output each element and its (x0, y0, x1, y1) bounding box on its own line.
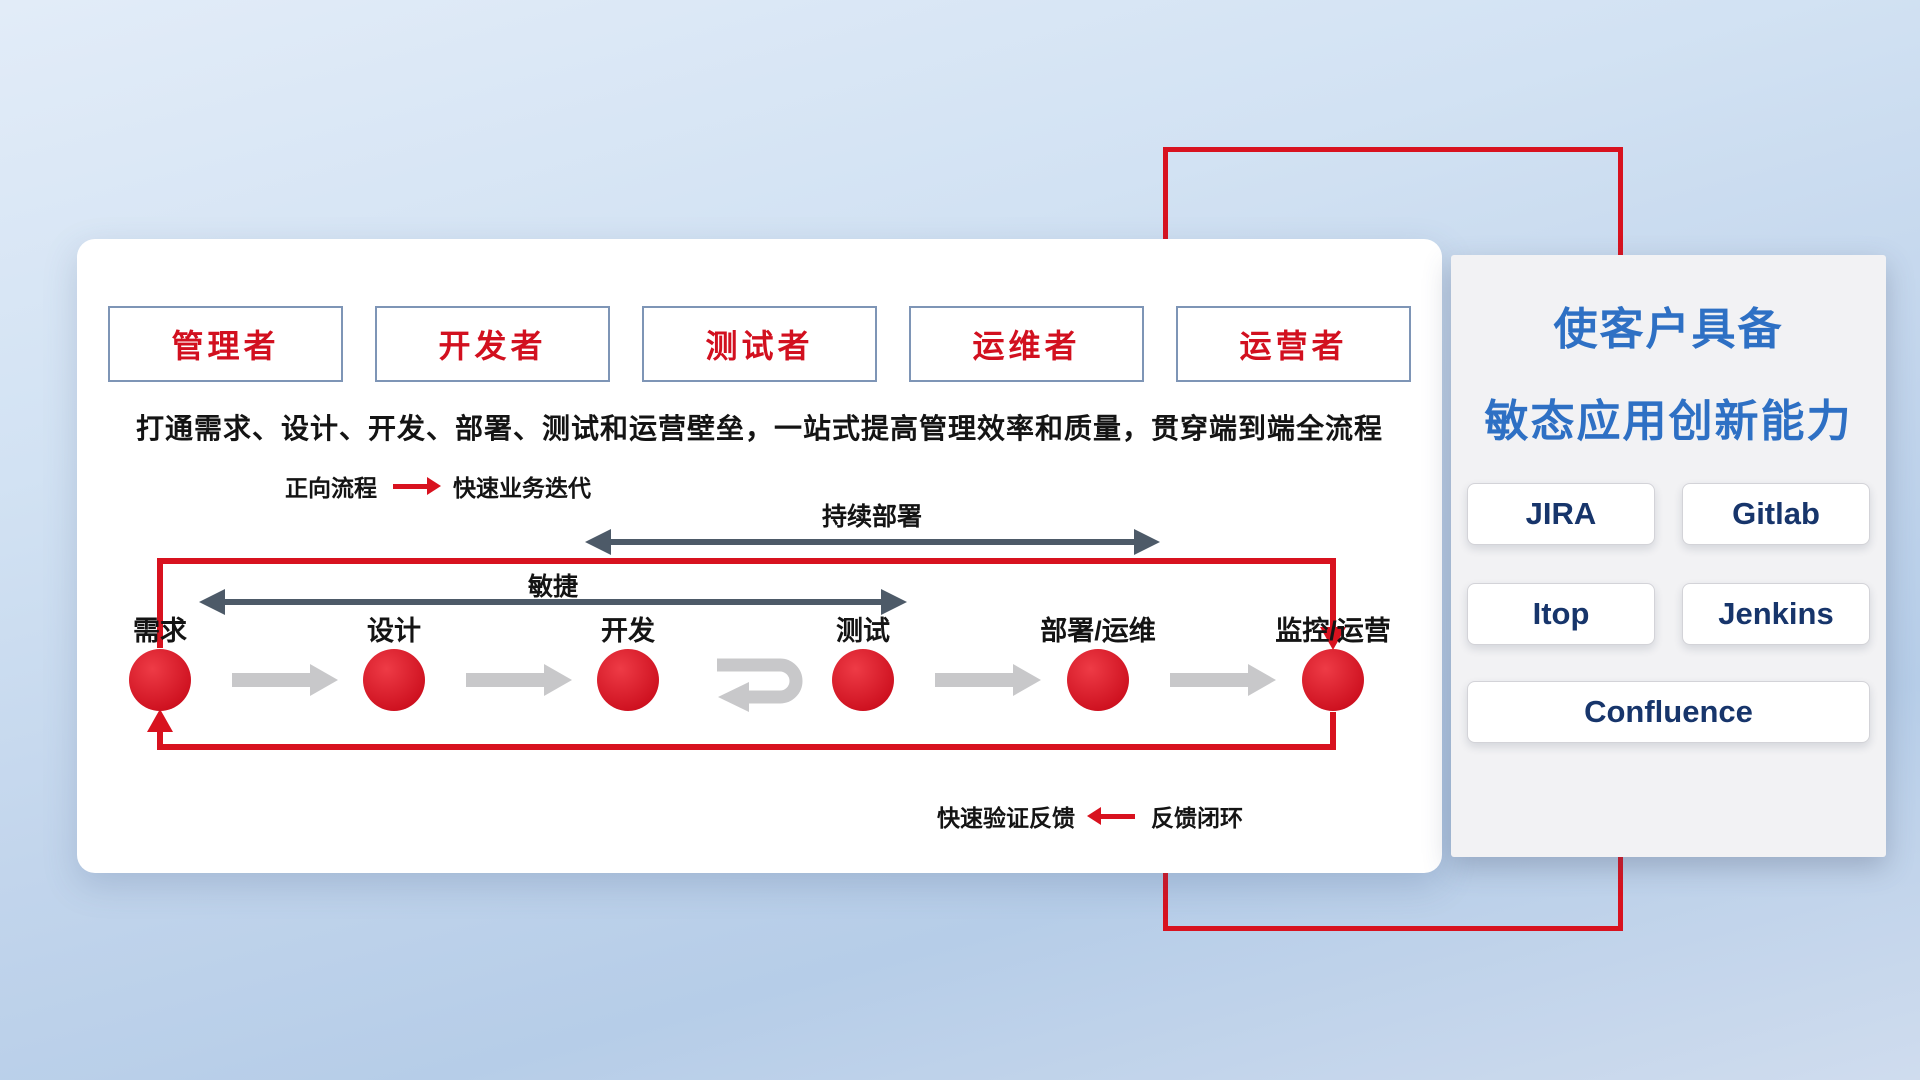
node-label-deploy-ops: 部署/运维 (1040, 616, 1156, 646)
legend-forward: 正向流程 快速业务迭代 (285, 471, 591, 501)
role-label: 测试者 (705, 328, 814, 364)
node-circle-design (363, 649, 425, 711)
forward-loop-arrowhead (1320, 627, 1346, 650)
step-arrow-icon (232, 664, 338, 696)
node-circle-monitor-operate (1302, 649, 1364, 711)
agile-arrowhead-left (199, 589, 225, 615)
devops-process-panel: 管理者 开发者 测试者 运维者 运营者 打通需求、设计、开发、部署、测试和运营壁… (77, 239, 1442, 873)
feedback-validation-label: 快速验证反馈 (937, 805, 1075, 831)
role-label: 管理者 (171, 328, 280, 364)
role-box-operator: 运营者 (1176, 306, 1411, 382)
feedback-loop-text: 反馈闭环 (1151, 805, 1243, 831)
forward-arrow-icon (393, 483, 427, 489)
node-circle-develop (597, 649, 659, 711)
legend-feedback: 快速验证反馈 反馈闭环 (937, 801, 1243, 831)
role-box-ops: 运维者 (909, 306, 1144, 382)
node-label-develop: 开发 (601, 616, 655, 646)
role-box-manager: 管理者 (108, 306, 343, 382)
uturn-arrowhead (718, 682, 749, 712)
role-box-developer: 开发者 (375, 306, 610, 382)
agile-arrowhead-right (881, 589, 907, 615)
step-arrow-icon (466, 664, 572, 696)
cd-arrowhead-left (585, 529, 611, 555)
feedback-arrow-icon (1101, 813, 1135, 819)
tool-box-gitlab: Gitlab (1682, 483, 1870, 545)
role-label: 运维者 (972, 328, 1081, 364)
step-arrow-icon (935, 664, 1041, 696)
capability-title-line2: 敏态应用创新能力 (1484, 397, 1853, 446)
roles-row: 管理者 开发者 测试者 运维者 运营者 (108, 306, 1411, 382)
capability-panel: 使客户具备 敏态应用创新能力 JIRA Gitlab Itop Jenkins … (1451, 255, 1886, 857)
node-label-monitor-operate: 监控/运营 (1275, 616, 1391, 646)
tool-box-jira: JIRA (1467, 483, 1655, 545)
node-label-test: 测试 (836, 616, 890, 646)
tool-box-confluence: Confluence (1467, 681, 1870, 743)
cd-arrowhead-right (1134, 529, 1160, 555)
node-label-requirements: 需求 (133, 616, 187, 646)
flow-arrows-canvas (129, 529, 1364, 750)
node-circle-deploy-ops (1067, 649, 1129, 711)
feedback-loop-line (157, 712, 1336, 750)
uturn-arrow-icon (717, 658, 803, 704)
tool-box-itop: Itop (1467, 583, 1655, 645)
role-box-tester: 测试者 (642, 306, 877, 382)
forward-flow-text: 快速业务迭代 (453, 475, 591, 501)
forward-loop-line (157, 558, 1336, 648)
agile-label: 敏捷 (527, 573, 578, 601)
forward-flow-label: 正向流程 (285, 475, 377, 501)
description-text: 打通需求、设计、开发、部署、测试和运营壁垒，一站式提高管理效率和质量，贯穿端到端… (135, 413, 1383, 444)
role-label: 运营者 (1239, 328, 1348, 364)
tool-box-jenkins: Jenkins (1682, 583, 1870, 645)
step-arrow-icon (1170, 664, 1276, 696)
continuous-deploy-label: 持续部署 (821, 503, 922, 531)
capability-title-line1: 使客户具备 (1553, 305, 1784, 354)
node-circle-test (832, 649, 894, 711)
feedback-loop-arrowhead (147, 709, 173, 732)
node-label-design: 设计 (367, 616, 421, 646)
role-label: 开发者 (438, 328, 547, 364)
node-circle-requirements (129, 649, 191, 711)
flow-diagram: 持续部署 敏捷 需求 设计 开发 测试 部署/运维 监控/运营 (77, 489, 1442, 809)
